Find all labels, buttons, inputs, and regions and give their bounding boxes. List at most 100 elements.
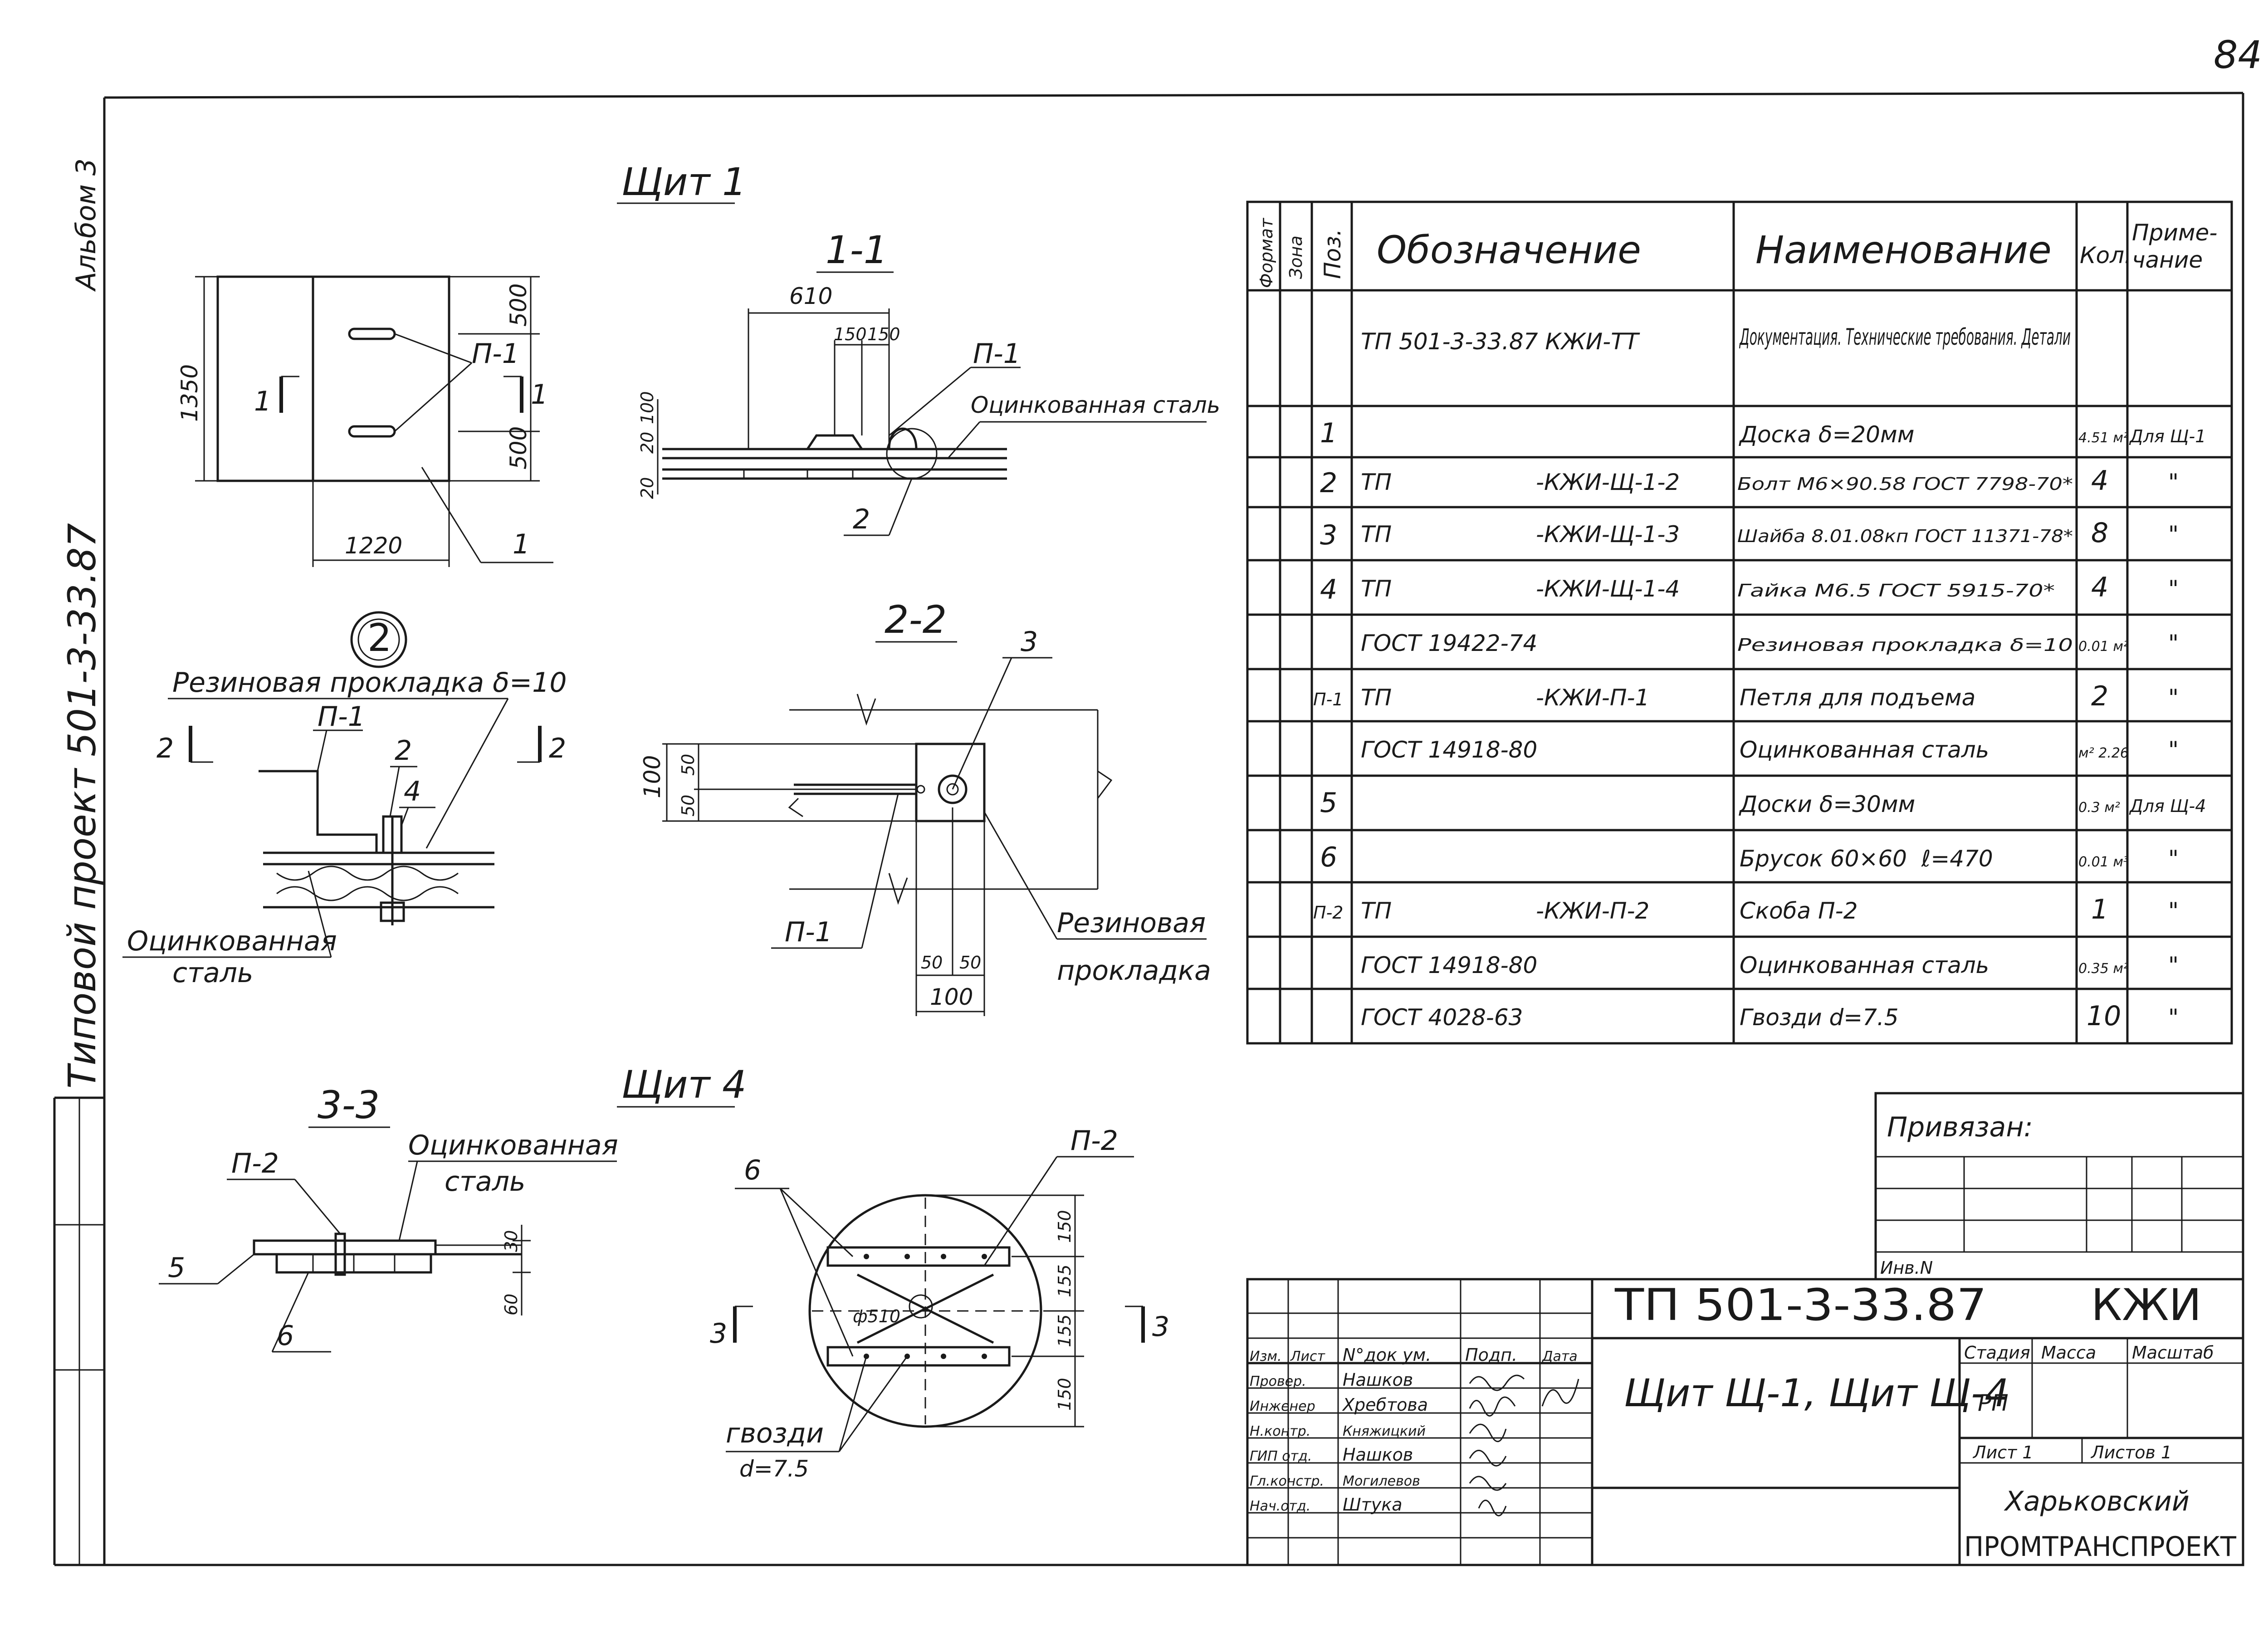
- row4-note: ": [2168, 576, 2179, 602]
- row3-qty: 8: [2091, 517, 2108, 549]
- node2-pos2-label: 2: [395, 735, 412, 767]
- row0-designation: ТП 501-3-33.87 КЖИ-ТТ: [1361, 328, 1640, 355]
- row6-designation: ТП -КЖИ-П-1: [1361, 685, 1649, 711]
- sec33-steel-label-1: Оцинкованная: [408, 1129, 618, 1161]
- plan-dim-500-bottom: 500: [505, 426, 532, 469]
- plan-dim-500-top: 500: [505, 284, 532, 327]
- shield4-dim-155a: 155: [1055, 1264, 1075, 1297]
- row10-name: Скоба П-2: [1740, 898, 1858, 924]
- project-vertical-label: Типовой проект 501-3-33.87: [60, 523, 104, 1089]
- row2-designation: ТП -КЖИ-Щ-1-2: [1361, 469, 1680, 495]
- row8-qty: 0.3 м²: [2078, 800, 2120, 816]
- stamp-code: ТП 501-3-33.87: [1614, 1280, 1987, 1330]
- shield4-nails-label-2: d=7.5: [739, 1456, 809, 1482]
- spec-header-note-2: чание: [2132, 247, 2203, 273]
- row6-name: Петля для подъема: [1740, 685, 1975, 711]
- row10-qty: 1: [2091, 894, 2108, 925]
- row7-qty: м² 2.26: [2078, 745, 2129, 761]
- stamp-title: Щит Щ-1, Щит Щ-4: [1624, 1371, 2009, 1415]
- node2-cut-right: 2: [549, 733, 566, 764]
- section-1-1-title: 1-1: [826, 228, 888, 272]
- stamp-role-2: Инженер: [1250, 1398, 1315, 1414]
- row8-pos: 5: [1320, 787, 1337, 819]
- signature-6: [1478, 1500, 1507, 1516]
- stamp-name-5: Могилевов: [1343, 1473, 1420, 1489]
- org-name-1: Харьковский: [2004, 1486, 2190, 1517]
- inv-label: Инв.N: [1880, 1258, 1933, 1278]
- plan-pos1-label: 1: [513, 528, 530, 560]
- sec22-p1-label: П-1: [785, 916, 832, 948]
- sec33-dim-60: 60: [501, 1294, 521, 1315]
- plan-cut-left: 1: [254, 386, 271, 417]
- row9-note: ": [2168, 846, 2179, 872]
- section-2-2: 2-2 100 50 50 50 50 100: [639, 597, 1211, 1016]
- sec22-dim-50c: 50: [921, 953, 943, 973]
- shield4-cut-left: 3: [710, 1318, 727, 1350]
- shield1-title: Щит 1: [621, 160, 747, 204]
- sec22-dim-100b: 100: [930, 984, 973, 1010]
- row2-qty: 4: [2091, 465, 2108, 497]
- specification-table: Формат Зона Поз. Обозначение Наименовани…: [1246, 200, 2233, 1045]
- sec33-dim-30: 30: [501, 1230, 521, 1252]
- row7-note: ": [2168, 737, 2179, 763]
- row8-name: Доски δ=30мм: [1739, 791, 1915, 817]
- stamp-role-5: Гл.констр.: [1250, 1473, 1324, 1489]
- row5-qty: 0.01 м²: [2078, 639, 2129, 655]
- stamp-role-6: Нач.отд.: [1250, 1498, 1310, 1514]
- sec11-p1-label: П-1: [973, 338, 1021, 370]
- sec22-dim-100: 100: [639, 755, 665, 798]
- node2-cut-left: 2: [156, 733, 174, 764]
- sec11-dim-150a: 150: [834, 324, 867, 344]
- sec11-steel-label: Оцинкованная сталь: [971, 392, 1220, 418]
- shield4-pos6-label: 6: [744, 1154, 761, 1186]
- row11-qty: 0.35 м²: [2078, 961, 2129, 977]
- shield4-diameter-label: ф510: [853, 1306, 900, 1326]
- sec22-gasket-label-2: прокладка: [1057, 955, 1211, 987]
- sec33-pos6-label: 6: [277, 1320, 294, 1352]
- stamp-role-4: ГИП отд.: [1250, 1448, 1312, 1464]
- node2-steel-label-1: Оцинкованная: [127, 925, 337, 957]
- sheets-total: Листов 1: [2090, 1442, 2172, 1462]
- sec33-steel-label-2: сталь: [445, 1166, 525, 1198]
- section-3-3-title: 3-3: [318, 1083, 380, 1127]
- page-number: 84: [2214, 33, 2262, 77]
- shield4-p2-label: П-2: [1070, 1125, 1118, 1157]
- row12-qty: 10: [2087, 1000, 2121, 1032]
- stamp-name-2: Хребтова: [1342, 1395, 1428, 1415]
- stamp-role-1: Провер.: [1250, 1374, 1306, 1389]
- plan-cut-right: 1: [531, 379, 548, 411]
- signature-4: [1469, 1450, 1507, 1467]
- spec-header-note-1: Приме-: [2132, 220, 2217, 246]
- row3-designation: ТП -КЖИ-Щ-1-3: [1361, 521, 1680, 548]
- stamp-name-4: Нашков: [1343, 1445, 1413, 1465]
- row0-name: Документация. Технические требования. Де…: [1739, 324, 2071, 350]
- row9-pos: 6: [1320, 841, 1337, 873]
- row10-designation: ТП -КЖИ-П-2: [1361, 898, 1649, 924]
- stamp-header-date: Дата: [1541, 1349, 1578, 1364]
- row6-pos: П-1: [1313, 689, 1343, 709]
- date-scribble: [1541, 1379, 1579, 1407]
- sec11-dim-610: 610: [789, 283, 832, 309]
- stamp-header-doc: N°док ум.: [1343, 1345, 1431, 1365]
- row11-note: ": [2168, 952, 2179, 978]
- node-2: 2 Резиновая прокладка δ=10 П-1 2 4 2 2: [122, 611, 567, 989]
- row5-name: Резиновая прокладка δ=10: [1737, 635, 2073, 655]
- shield4-nails-label-1: гвозди: [726, 1418, 824, 1449]
- row2-note: ": [2168, 469, 2179, 495]
- plan-p1-label: П-1: [472, 338, 519, 370]
- row12-name: Гвозди d=7.5: [1740, 1004, 1899, 1031]
- node2-pos4-label: 4: [404, 776, 421, 807]
- node2-steel-label-2: сталь: [172, 957, 253, 989]
- spec-header-format: Формат: [1256, 217, 1276, 288]
- row9-name: Брусок 60×60 ℓ=470: [1740, 846, 1993, 872]
- stamp-name-6: Штука: [1343, 1495, 1403, 1515]
- sheet-number: Лист 1: [1972, 1442, 2033, 1462]
- org-name-2: ПРОМТРАНСПРОЕКТ: [1964, 1531, 2236, 1563]
- shield4-dim-150a: 150: [1055, 1210, 1075, 1243]
- node2-gasket-label: Резиновая прокладка δ=10: [172, 667, 567, 699]
- stamp-mark: КЖИ: [2091, 1280, 2201, 1330]
- sec22-gasket-label-1: Резиновая: [1057, 907, 1206, 939]
- sec22-dim-50d: 50: [959, 953, 981, 973]
- shield4-cut-right: 3: [1152, 1311, 1169, 1343]
